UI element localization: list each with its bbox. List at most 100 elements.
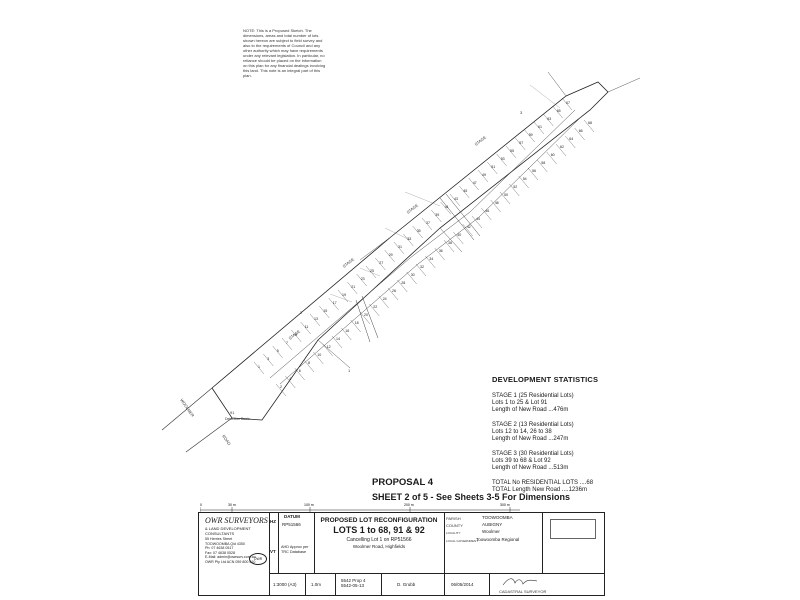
proposal-label: PROPOSAL 4	[372, 477, 434, 488]
scale-label-300: 300 m	[500, 503, 510, 507]
stats-stage1-line3: Length of New Road ...476m	[492, 407, 569, 413]
title-line-1: PROPOSED LOT RECONFIGURATION	[320, 517, 438, 524]
vt-label: VT	[270, 549, 276, 554]
stage-number-1: 1	[348, 368, 351, 373]
company-name: OWR SURVEYORS	[205, 516, 268, 525]
surveyor-signature	[502, 578, 538, 586]
lot-number: 11	[305, 325, 309, 329]
company-subtitle: & LAND DEVELOPMENT CONSULTANTS	[205, 526, 251, 536]
lot-divider	[421, 217, 433, 231]
lot-divider	[263, 353, 274, 367]
hz-vt-column: HZ VT	[269, 513, 279, 573]
lot-number: 36	[439, 249, 443, 253]
lot-number: 5	[277, 349, 279, 353]
lot-numbers: 1234567891011121314151617181920212223242…	[258, 101, 592, 389]
stats-total-lots: TOTAL No RESIDENTIAL LOTS ....68	[492, 480, 594, 486]
lot-divider	[253, 361, 265, 375]
contour-interval: 1.0m	[311, 582, 322, 587]
lot-divider	[300, 321, 311, 335]
property-boundary	[211, 81, 609, 421]
drawn-by: D. Grubb	[397, 582, 416, 587]
lot-number: 50	[504, 193, 508, 197]
lot-divider	[555, 143, 567, 157]
lot-divider	[561, 97, 573, 111]
lot-divider	[459, 185, 470, 199]
lot-divider	[518, 175, 529, 189]
scale-label-0: 0	[200, 503, 202, 507]
county-label: COUNTY	[446, 523, 463, 528]
lot-number: 60	[551, 153, 555, 157]
road-label-road: ROAD	[221, 434, 232, 446]
locality-value: Woolmer	[482, 529, 500, 534]
lot-number: 2	[280, 385, 282, 389]
lot-number: 46	[485, 209, 489, 213]
file-reference-2: 5542-05-13	[341, 583, 365, 588]
lot-91-name: Detention Basin	[225, 417, 250, 421]
leader-lines	[329, 84, 561, 303]
lot-divider	[319, 305, 330, 319]
lot-number: 45	[463, 189, 467, 193]
lot-number: 25	[370, 269, 374, 273]
lot-number: 4	[289, 377, 291, 381]
lot-number: 23	[361, 277, 365, 281]
lot-number: 26	[392, 289, 396, 293]
internal-roads	[269, 109, 583, 385]
lot-number: 28	[401, 281, 405, 285]
lot-number: 21	[351, 285, 355, 289]
lot-number: 68	[588, 121, 592, 125]
lot-divider	[378, 295, 389, 309]
lot-number: 59	[529, 133, 533, 137]
lot-number: 22	[373, 305, 377, 309]
lot-divider	[281, 337, 293, 351]
lot-number: 39	[435, 213, 439, 217]
lot-number: 35	[417, 229, 421, 233]
lot-number: 3	[267, 357, 269, 361]
lot-divider	[537, 159, 548, 173]
stats-stage3-line3: Length of New Road ...513m	[492, 465, 569, 471]
address-line-4: Fax: 07 4638 0528	[205, 550, 235, 555]
lot-number: 66	[579, 129, 583, 133]
title-block: OWR SURVEYORS & LAND DEVELOPMENT CONSULT…	[198, 512, 605, 596]
lot-divider	[285, 375, 296, 389]
lot-divider	[546, 151, 557, 165]
lot-number: 61	[538, 125, 542, 129]
stats-stage2-line3: Length of New Road ...247m	[492, 436, 569, 442]
lot-number: 6	[299, 369, 301, 373]
lot-divider	[375, 257, 386, 271]
lot-divider	[322, 343, 333, 357]
lot-number: 40	[457, 233, 461, 237]
lot-divider	[309, 313, 321, 327]
lot-divider	[443, 239, 455, 253]
lot-divider	[272, 345, 283, 359]
lot-number: 7	[286, 341, 288, 345]
lot-divider	[468, 177, 479, 191]
file-reference: 5542 Prop 4	[341, 578, 366, 583]
title-section: PROPOSED LOT RECONFIGURATION LOTS 1 to 6…	[314, 513, 445, 573]
lot-divider	[294, 367, 305, 381]
scale-value: 1:3000 (A3)	[273, 582, 297, 587]
lot-number: 55	[510, 149, 514, 153]
development-statistics: DEVELOPMENT STATISTICS STAGE 1 (25 Resid…	[492, 376, 612, 494]
lot-divider	[313, 351, 324, 365]
lot-number: 56	[532, 169, 536, 173]
lot-number: 67	[566, 101, 570, 105]
lot-divider	[481, 207, 492, 221]
lot-divider	[412, 225, 423, 239]
lot-divider	[499, 191, 511, 205]
lot-divider	[397, 279, 408, 293]
datum-vt-value: AHD Approx per TRC Database	[281, 545, 309, 554]
sheet-label: SHEET 2 of 5 - See Sheets 3-5 For Dimens…	[372, 492, 571, 502]
lot-divider	[347, 281, 358, 295]
lot-number: 37	[426, 221, 430, 225]
council-stamp	[550, 519, 596, 539]
lot-divider	[490, 199, 501, 213]
lot-number: 57	[519, 141, 523, 145]
lot-divider	[487, 161, 498, 175]
lot-divider	[365, 265, 377, 279]
lot-divider	[505, 145, 517, 159]
lot-number: 44	[476, 217, 480, 221]
lot-number: 49	[482, 173, 486, 177]
lot-number: 19	[342, 293, 346, 297]
lot-number: 51	[491, 165, 495, 169]
